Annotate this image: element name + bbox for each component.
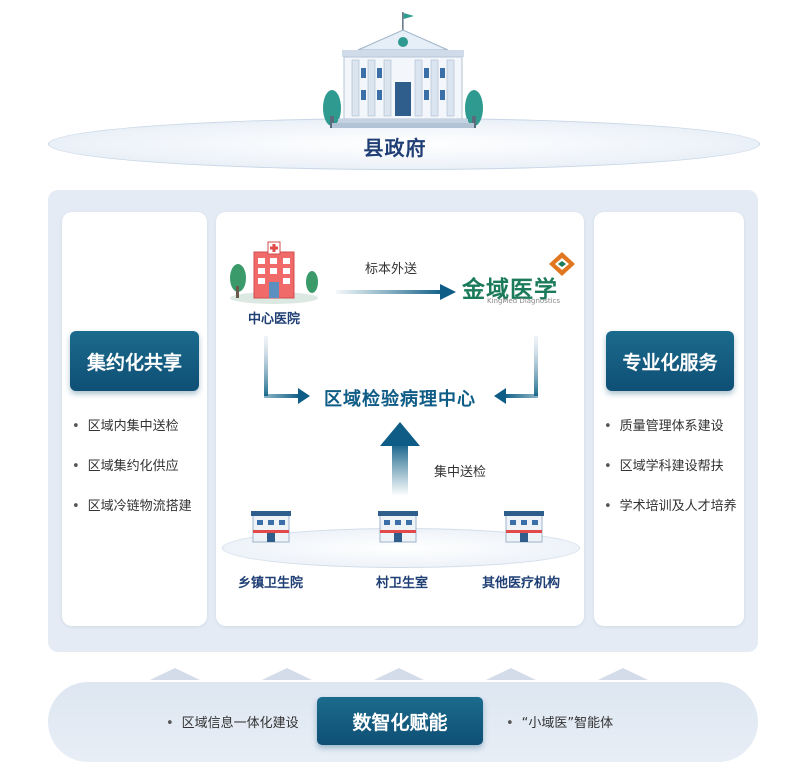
list-item: 区域学科建设帮扶 [604, 457, 737, 497]
centralized-submit-arrow-icon [380, 422, 420, 496]
kingmed-logo-text: 金域医学 [462, 277, 558, 303]
village-clinic-label: 村卫生室 [376, 576, 429, 591]
list-item: 区域集约化供应 [72, 457, 192, 497]
kingmed-logo-subtitle: KingMed Diagnostics [487, 297, 561, 305]
professional-service-tag: 专业化服务 [606, 331, 734, 391]
other-institution-icon [504, 511, 544, 543]
digital-empowerment-tag: 数智化赋能 [317, 697, 483, 745]
upward-chevrons-icon [150, 668, 648, 680]
right-bullet-list: 质量管理体系建设 区域学科建设帮扶 学术培训及人才培养 [604, 417, 737, 537]
send-out-arrow-icon [336, 284, 456, 300]
smart-agent-item: “小域医”智能体 [506, 712, 613, 731]
regional-lab-center-title: 区域检验病理中心 [324, 389, 476, 410]
regional-info-item: 区域信息一体化建设 [166, 712, 299, 731]
central-hospital-label: 中心医院 [248, 312, 301, 327]
left-bullet-list: 区域内集中送检 区域集约化供应 区域冷链物流搭建 [72, 417, 192, 537]
list-item: 质量管理体系建设 [604, 417, 737, 457]
list-item: 区域冷链物流搭建 [72, 497, 192, 537]
specimen-send-label: 标本外送 [365, 262, 418, 277]
converging-arrows-icon [264, 336, 538, 404]
list-item: 区域内集中送检 [72, 417, 192, 457]
government-label: 县政府 [363, 136, 427, 160]
village-clinic-icon [378, 511, 418, 543]
township-clinic-icon [251, 511, 291, 543]
intensive-sharing-tag: 集约化共享 [70, 331, 199, 391]
government-building-icon [323, 12, 483, 128]
central-hospital-icon [230, 241, 318, 304]
kingmed-logo-icon [549, 252, 575, 276]
other-institution-label: 其他医疗机构 [482, 576, 561, 591]
list-item: 学术培训及人才培养 [604, 497, 737, 537]
centralized-submit-label: 集中送检 [434, 465, 487, 480]
township-clinic-label: 乡镇卫生院 [238, 576, 304, 591]
